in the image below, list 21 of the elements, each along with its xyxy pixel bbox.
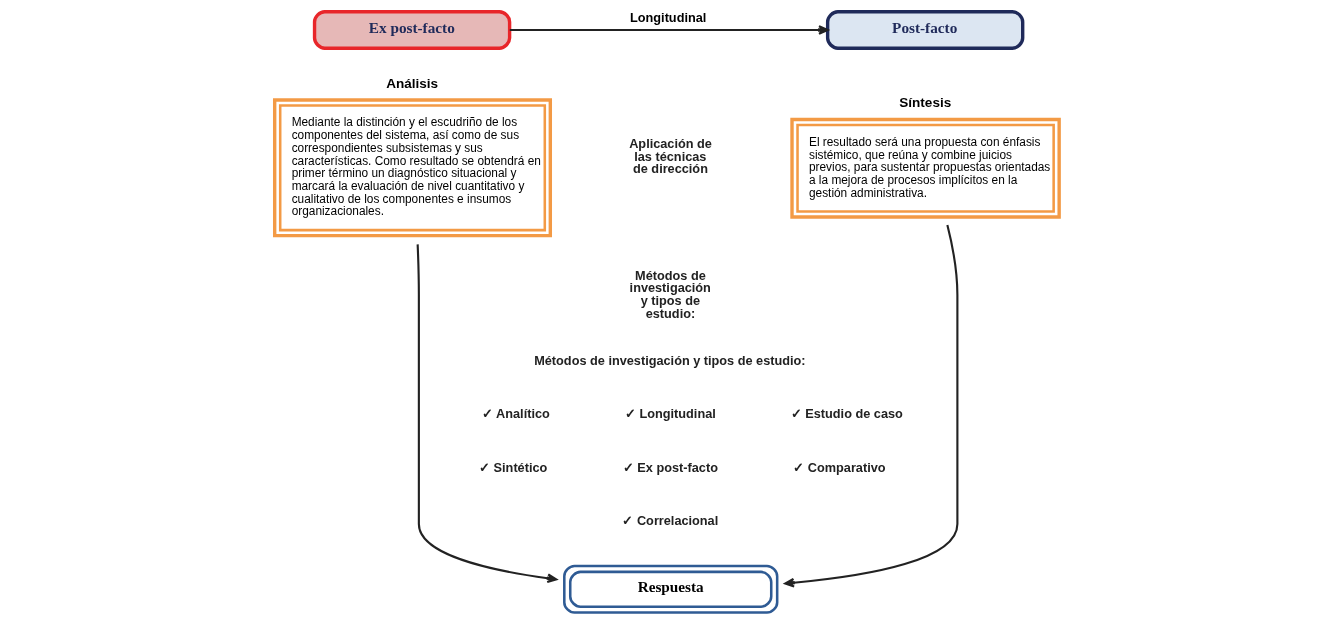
label: ✓ Comparativo: [793, 459, 886, 475]
label: Métodos de investigación y tipos de estudio:: [629, 267, 711, 321]
node-box: Respuesta: [563, 564, 779, 614]
node-box: Ex post-facto: [312, 10, 512, 50]
label: ✓ Analítico: [482, 406, 550, 422]
arrow: [509, 25, 829, 35]
label: ✓ Sintético: [479, 459, 548, 475]
arrow: [784, 224, 959, 588]
label: ✓ Estudio de caso: [790, 406, 903, 422]
node-box: Mediante la distinción y el escudriño de los componentes del sistema, así como de sus correspondientes subsistemas y sus características. Como resultado se obtendrá en primer término un diagnóstico situacional y marcará la evaluación de nivel cuantitativo y cualitativo de los componentes e insumos organizacionales.: [273, 98, 552, 238]
arrow: [416, 244, 558, 584]
label: ✓ Longitudinal: [624, 406, 716, 422]
node-box: El resultado será una propuesta con énfasis sistémico, que reúna y combine juicios previos, para sustentar propuestas orientadas a la mejora de procesos implícitos en la gestión administrativa.: [790, 117, 1061, 219]
edge-label: Longitudinal: [630, 10, 707, 26]
label: ✓ Ex post-facto: [622, 459, 718, 475]
node-label: Análisis: [386, 75, 439, 91]
label: Aplicación de las técnicas de dirección: [629, 135, 712, 177]
label: ✓ Correlacional: [622, 513, 719, 529]
node-label: Síntesis: [899, 95, 952, 111]
node-box: Post-facto: [825, 10, 1025, 50]
label: Métodos de investigación y tipos de estudio:: [534, 352, 806, 368]
